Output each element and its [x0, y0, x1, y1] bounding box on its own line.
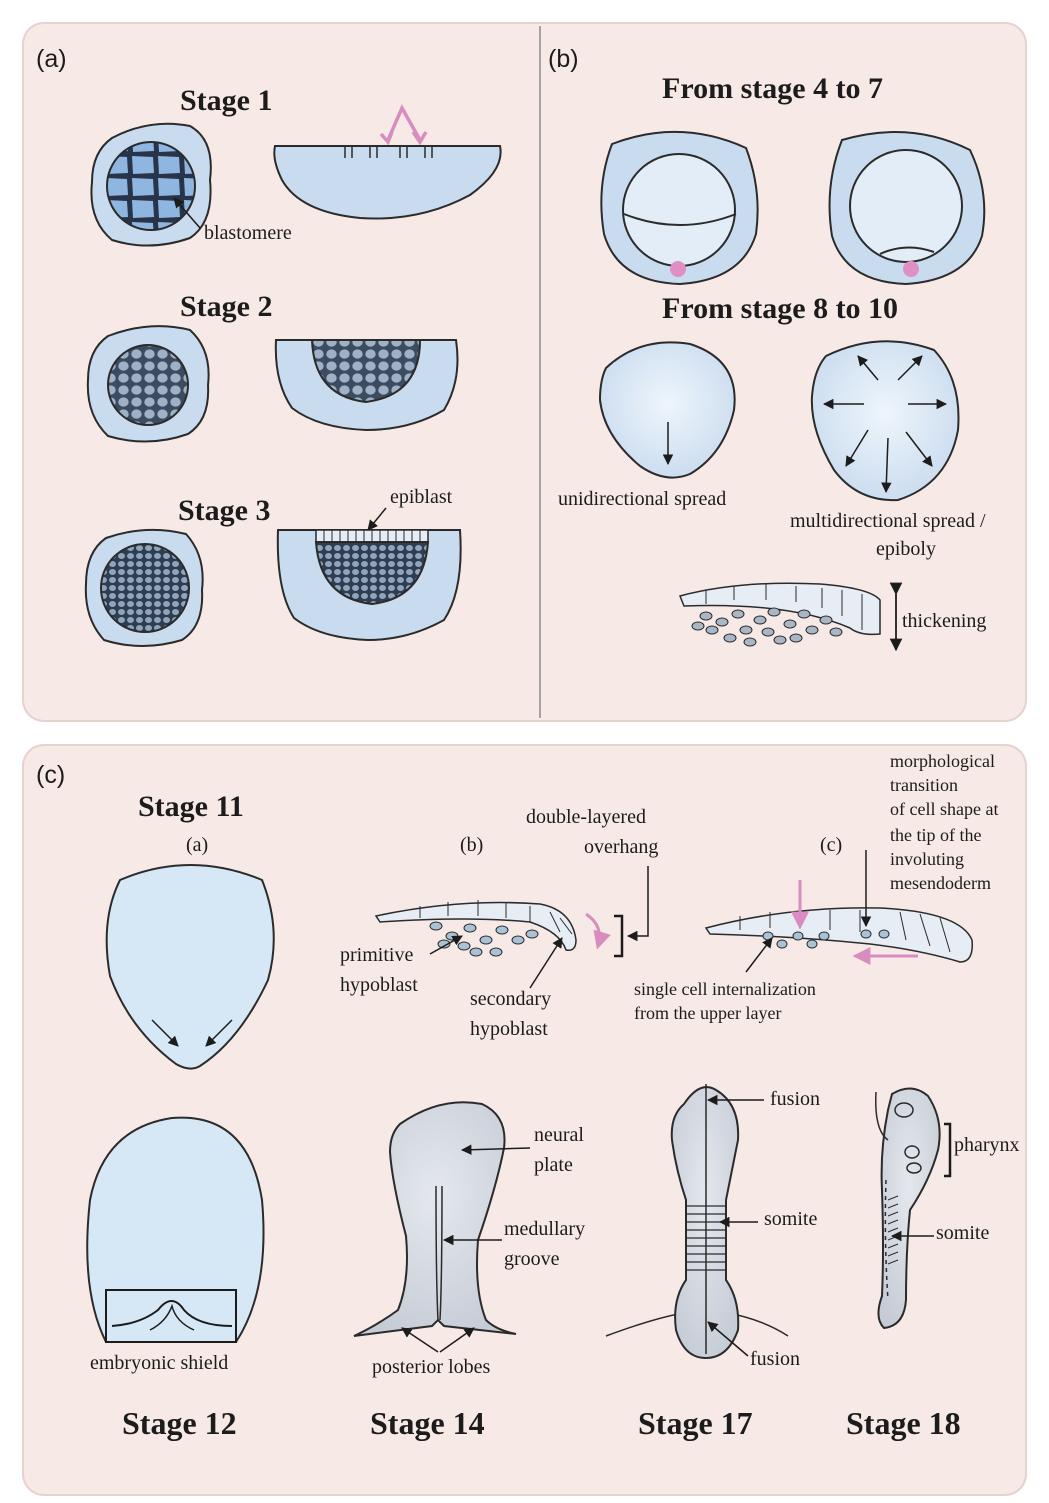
stage11-embryo — [107, 865, 274, 1069]
sub-label-c: (c) — [820, 834, 842, 856]
overhang-label: overhang — [584, 836, 658, 858]
fusion-bottom-label: fusion — [750, 1348, 800, 1370]
morph-line-5: involuting — [890, 850, 964, 870]
somite-17-label: somite — [764, 1208, 817, 1230]
stage1-title: Stage 1 — [180, 84, 273, 117]
pharynx-label: pharynx — [954, 1134, 1020, 1156]
sub-label-a: (a) — [186, 834, 208, 856]
fusion-top-label: fusion — [770, 1088, 820, 1110]
plate-label: plate — [534, 1154, 573, 1176]
stage12-embryo — [87, 1118, 263, 1342]
primitive-hypoblast-label: hypoblast — [340, 974, 418, 996]
blastomere-label: blastomere — [204, 222, 292, 244]
neural-label: neural — [534, 1124, 584, 1146]
heading-stage4-7: From stage 4 to 7 — [662, 72, 883, 105]
stage14-neural-plate — [354, 1102, 516, 1336]
double-layered-label: double-layered — [526, 806, 646, 828]
stage2-title: Stage 2 — [180, 290, 273, 323]
epiblast-label: epiblast — [390, 486, 452, 508]
epiboly-label: epiboly — [876, 538, 936, 560]
stage3-title: Stage 3 — [178, 494, 271, 527]
involuting-mesendoderm-layer — [706, 908, 972, 962]
stage11-title: Stage 11 — [138, 790, 244, 823]
stage17-title: Stage 17 — [638, 1406, 753, 1441]
multidirectional-spread-label: multidirectional spread / — [790, 510, 986, 532]
morph-line-4: the tip of the — [890, 826, 981, 846]
multidirectional-spread-embryo — [812, 341, 959, 500]
panel-a-label: (a) — [36, 46, 67, 74]
somite-18-label: somite — [936, 1222, 989, 1244]
unidirectional-spread-label: unidirectional spread — [558, 488, 726, 510]
morph-line-6: mesendoderm — [890, 874, 991, 894]
posterior-lobes-label: posterior lobes — [372, 1356, 490, 1378]
stage18-title: Stage 18 — [846, 1406, 961, 1441]
stage1-side-view — [274, 146, 500, 219]
embryonic-shield-label: embryonic shield — [90, 1352, 228, 1374]
panel-b-label: (b) — [548, 46, 579, 74]
morph-line-3: of cell shape at — [890, 800, 998, 820]
medullary-label: medullary — [504, 1218, 585, 1240]
morph-line-1: morphological — [890, 752, 995, 772]
heading-stage8-10: From stage 8 to 10 — [662, 292, 898, 325]
stage14-title: Stage 14 — [370, 1406, 485, 1441]
secondary-label: secondary — [470, 988, 551, 1010]
primitive-label: primitive — [340, 944, 413, 966]
thickening-label: thickening — [902, 610, 986, 632]
groove-label: groove — [504, 1248, 560, 1270]
stage12-title: Stage 12 — [122, 1406, 237, 1441]
single-cell-label: single cell internalization — [634, 980, 816, 1000]
morph-line-2: transition — [890, 776, 958, 796]
panel-c-label: (c) — [36, 762, 65, 790]
secondary-hypoblast-label: hypoblast — [470, 1018, 548, 1040]
sub-label-b: (b) — [460, 834, 483, 856]
upper-layer-label: from the upper layer — [634, 1004, 781, 1024]
